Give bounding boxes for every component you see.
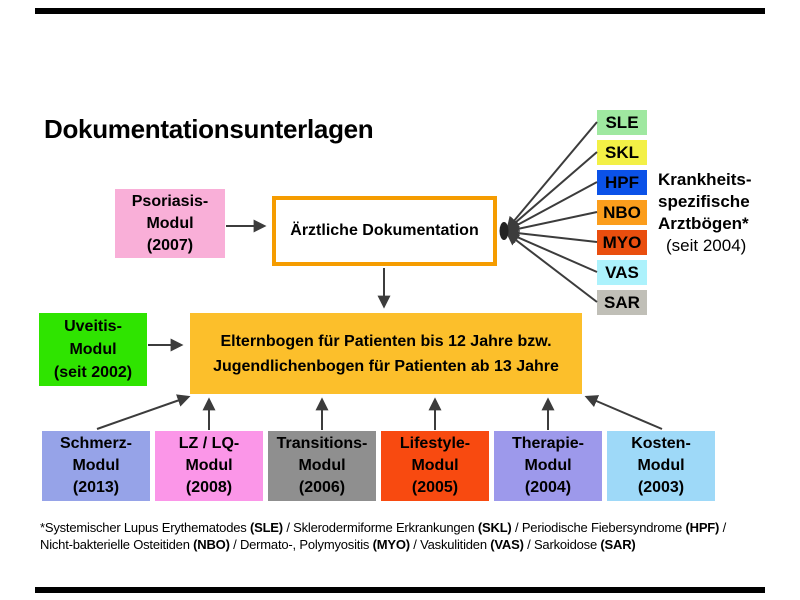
text-segment: / Vaskulitiden [409,537,491,552]
disease-note-line: Krankheits- [658,170,752,189]
text-segment: (MYO) [372,537,410,552]
disease-tag-nbo: NBO [597,200,647,225]
slide-bottom-rule [35,587,765,593]
disease-tag-skl: SKL [597,140,647,165]
text-segment: (VAS) [490,537,524,552]
node-label-line: (2007) [146,237,194,254]
disease-note-line: (seit 2004) [666,236,747,255]
text-segment: (SKL) [477,520,512,535]
module-label-line: Schmerz- [59,435,133,452]
footnote: *Systemischer Lupus Erythematodes (SLE) … [40,519,788,553]
module-label-line: Modul [637,457,685,474]
module-label-line: Lifestyle- [399,435,471,452]
disease-note-line: spezifische [658,192,750,211]
module-transitions: Transitions- Modul (2006) [268,431,376,501]
node-label-line: Uveitis- [64,318,122,335]
text-segment: / Dermato-, Polymyositis [229,537,373,552]
arrow-kosten-to-elternbogen [584,395,663,430]
module-label-line: Transitions- [276,435,368,452]
text-segment: / Sklerodermiforme Erkrankungen [282,520,478,535]
text-segment: (SLE) [249,520,283,535]
disease-note: Krankheits- spezifische Arztbögen* (seit… [658,169,798,257]
module-kosten: Kosten- Modul (2003) [607,431,715,501]
module-therapie: Therapie- Modul (2004) [494,431,602,501]
module-lifestyle: Lifestyle- Modul (2005) [381,431,489,501]
arrow-skl-to-aerztliche [506,151,598,231]
text-segment: *Systemischer Lupus Erythematodes [40,520,250,535]
module-label-line: Modul [298,457,346,474]
module-label-line: Modul [185,457,233,474]
module-label-line: Modul [411,457,459,474]
disease-tag-vas: VAS [597,260,647,285]
node-psoriasis-modul: Psoriasis- Modul (2007) [115,189,225,258]
arrow-myo-to-aerztliche [505,226,598,243]
node-label-line: (seit 2002) [53,364,133,381]
text-segment: / [719,520,727,535]
node-label-line: Psoriasis- [131,193,209,210]
module-label-line: Kosten- [631,435,691,452]
module-label-line: Modul [524,457,572,474]
disease-tag-hpf: HPF [597,170,647,195]
footnote-line: *Systemischer Lupus Erythematodes (SLE) … [40,519,788,536]
node-elternbogen: Elternbogen für Patienten bis 12 Jahre b… [190,313,582,394]
module-label-line: LZ / LQ- [178,435,240,452]
node-label-line: Elternbogen für Patienten bis 12 Jahre b… [190,329,582,354]
module-label-line: (2005) [411,479,459,496]
module-label-line: (2006) [298,479,346,496]
node-uveitis-modul: Uveitis- Modul (seit 2002) [39,313,147,386]
disease-tag-sle: SLE [597,110,647,135]
page-title: Dokumentationsunterlagen [44,114,374,144]
module-label-line: (2013) [72,479,120,496]
text-segment: / Periodische Fiebersyndrome [511,520,686,535]
module-label-line: (2004) [524,479,572,496]
text-segment: bzw. [513,333,552,350]
arrow-sle-to-aerztliche [506,121,598,230]
module-label-line: Therapie- [511,435,584,452]
footnote-line: Nicht-bakterielle Osteitiden (NBO) / Der… [40,536,788,553]
text-segment: / Sarkoidose [523,537,601,552]
text-segment: Elternbogen für Patienten bis 12 Jahre [220,333,513,350]
arrow-schmerz-to-elternbogen [96,394,191,430]
arrow-sar-to-aerztliche [505,232,598,303]
node-label-line: Modul [146,215,194,232]
module-schmerz: Schmerz- Modul (2013) [42,431,150,501]
disease-tag-list: SLE SKL HPF NBO MYO VAS SAR [597,110,647,315]
text-segment: (HPF) [685,520,720,535]
node-label-line: Modul [69,341,117,358]
module-label-line: (2008) [185,479,233,496]
text-segment: Nicht-bakterielle Osteitiden [40,537,194,552]
module-label-line: (2003) [637,479,685,496]
module-lz-lq: LZ / LQ- Modul (2008) [155,431,263,501]
disease-note-line: Arztbögen* [658,214,749,233]
slide-top-rule [35,8,765,14]
node-aerztliche-dokumentation: Ärztliche Dokumentation [272,196,497,266]
disease-tag-sar: SAR [597,290,647,315]
arrow-converge-blob [499,222,509,240]
arrow-nbo-to-aerztliche [505,211,598,236]
text-segment: (NBO) [193,537,230,552]
disease-tag-myo: MYO [597,230,647,255]
module-label-line: Modul [72,457,120,474]
node-label: Ärztliche Dokumentation [290,222,479,239]
arrow-hpf-to-aerztliche [505,181,598,232]
arrow-vas-to-aerztliche [505,231,598,273]
text-segment: (SAR) [600,537,636,552]
node-label-line: Jugendlichenbogen für Patienten ab 13 Ja… [213,358,559,375]
module-row: Schmerz- Modul (2013) LZ / LQ- Modul (2008) Tr… [42,431,715,501]
